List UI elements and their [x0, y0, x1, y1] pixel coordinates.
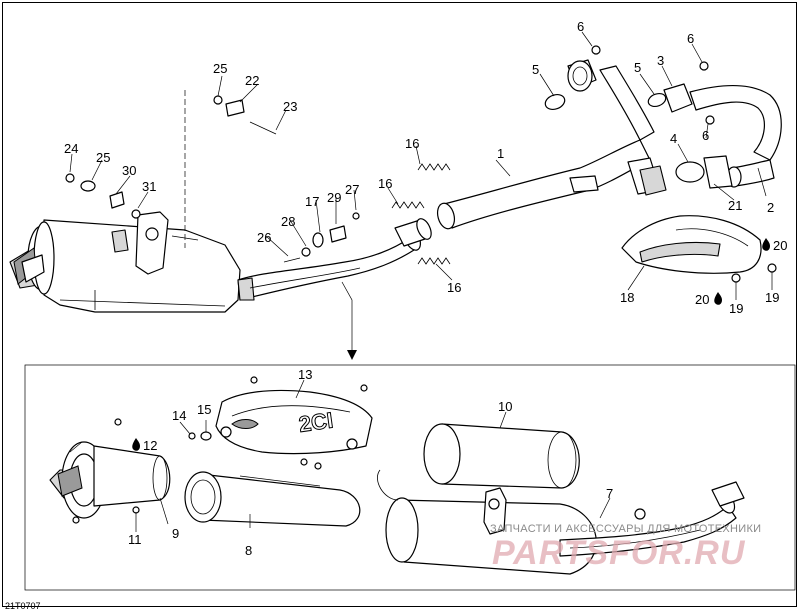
- callout-11: 11: [128, 532, 142, 547]
- callout-6: 6: [702, 128, 709, 143]
- svg-text:2CI: 2CI: [297, 407, 334, 437]
- callout-26: 26: [257, 230, 271, 245]
- callout-22: 22: [245, 73, 259, 88]
- middle-pipe: [237, 218, 432, 301]
- callout-14: 14: [172, 408, 186, 423]
- reference-lines: [69, 31, 773, 360]
- callout-19: 19: [765, 290, 779, 305]
- callout-25: 25: [96, 150, 110, 165]
- callout-3: 3: [657, 53, 664, 68]
- muffler-sleeve: [423, 423, 580, 489]
- callout-27: 27: [345, 182, 359, 197]
- inner-tube: [184, 471, 361, 527]
- callout-31: 31: [142, 179, 156, 194]
- drawing-code: 21T0707: [5, 601, 41, 611]
- watermark-text: ЗАПЧАСТИ И АКСЕССУАРЫ ДЛЯ МОТОТЕХНИКИ: [490, 523, 762, 535]
- callout-4: 4: [670, 131, 677, 146]
- callout-29: 29: [327, 190, 341, 205]
- callout-15: 15: [197, 402, 211, 417]
- callout-16: 16: [378, 176, 392, 191]
- end-cap: [49, 418, 171, 524]
- callout-30: 30: [122, 163, 136, 178]
- callout-9: 9: [172, 526, 179, 541]
- callout-1: 1: [497, 146, 504, 161]
- springs: [391, 163, 451, 265]
- callout-6: 6: [577, 19, 584, 34]
- watermark-logo: PARTSFOR.RU: [492, 534, 746, 572]
- oil-drop-icon: [132, 438, 140, 451]
- exhaust-flange: [544, 45, 715, 125]
- callout-19: 19: [729, 301, 743, 316]
- oil-drop-icon: [762, 238, 770, 251]
- callout-18: 18: [620, 290, 634, 305]
- callout-6: 6: [687, 31, 694, 46]
- callout-23: 23: [283, 99, 297, 114]
- muffler-body: [377, 469, 745, 575]
- callout-10: 10: [498, 399, 512, 414]
- header-pipe: [436, 65, 667, 230]
- callout-12: 12: [143, 438, 157, 453]
- muffler-assembly: [9, 211, 241, 313]
- reference-lines-lower: [69, 379, 611, 532]
- callout-7: 7: [606, 486, 613, 501]
- callout-2: 2: [767, 200, 774, 215]
- callout-17: 17: [305, 194, 319, 209]
- callout-5: 5: [634, 60, 641, 75]
- front-pipe: [675, 85, 782, 189]
- callout-21: 21: [728, 198, 742, 213]
- callout-labels: 1 2 3 4 5 5 6 6 6 7 8 9 10 11 12 13 14 1…: [64, 19, 787, 558]
- callout-8: 8: [245, 543, 252, 558]
- callout-13: 13: [298, 367, 312, 382]
- callout-16: 16: [447, 280, 461, 295]
- diagram-frame: [2, 2, 797, 607]
- callout-25: 25: [213, 61, 227, 76]
- callout-5: 5: [532, 62, 539, 77]
- heat-shield-muffler: 2CI: [188, 376, 373, 470]
- oil-drop-icon: [714, 292, 722, 305]
- callout-28: 28: [281, 214, 295, 229]
- detail-box: [24, 364, 796, 591]
- callout-24: 24: [64, 141, 78, 156]
- heat-shield-upper: [621, 215, 762, 274]
- callout-20: 20: [695, 292, 709, 307]
- callout-20: 20: [773, 238, 787, 253]
- callout-16: 16: [405, 136, 419, 151]
